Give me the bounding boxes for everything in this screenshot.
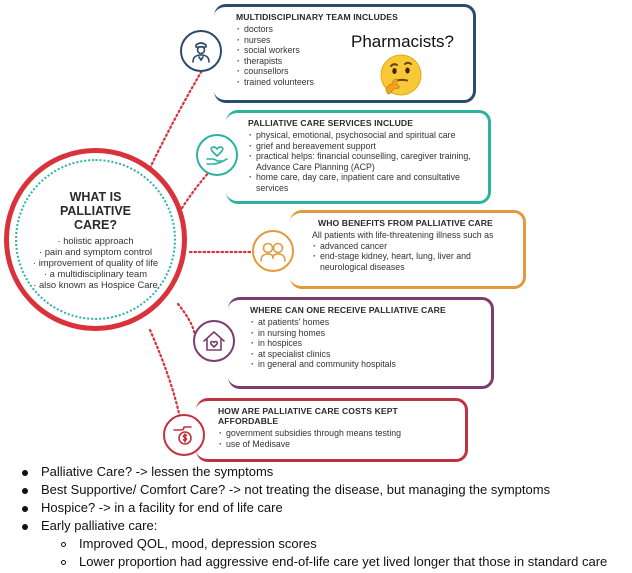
card-services-title: PALLIATIVE CARE SERVICES INCLUDE [248, 118, 414, 128]
card-costs-title: HOW ARE PALLIATIVE CARE COSTS KEPT AFFOR… [218, 406, 398, 426]
card-services: PALLIATIVE CARE SERVICES INCLUDE physica… [226, 110, 491, 204]
list-item: in hospices [250, 338, 481, 349]
list-item: nurses [236, 35, 463, 46]
hub-item: · also known as Hospice Care [33, 278, 158, 290]
sub-bullet-dot [61, 560, 66, 565]
list-item: end-stage kidney, heart, lung, liver and… [312, 251, 513, 272]
heart-hand-icon [196, 134, 238, 176]
list-item: counsellors [236, 66, 463, 77]
card-benefits: WHO BENEFITS FROM PALLIATIVE CARE All pa… [290, 210, 526, 289]
card-benefits-intro: All patients with life-threatening illne… [312, 230, 494, 240]
hub-item-text: improvement of quality of life [38, 256, 159, 268]
list-item: at patients' homes [250, 317, 481, 328]
card-costs-list: government subsidies through means testi… [218, 428, 455, 449]
bullet-dot [22, 506, 28, 512]
thinking-face-icon [378, 52, 424, 103]
list-item: physical, emotional, psychosocial and sp… [248, 130, 478, 141]
note-item: Early palliative care: [41, 518, 158, 533]
hub-item: · improvement of quality of life [32, 256, 159, 268]
hub-item-text: pain and symptom control [44, 245, 153, 257]
bullet-dot [22, 524, 28, 530]
card-services-list: physical, emotional, psychosocial and sp… [248, 130, 478, 193]
card-team-title: MULTIDISCIPLINARY TEAM INCLUDES [236, 12, 398, 22]
card-costs: HOW ARE PALLIATIVE CARE COSTS KEPT AFFOR… [196, 398, 468, 462]
hub-item-text: holistic approach [63, 234, 134, 246]
hub-inner: WHAT IS PALLIATIVE CARE? · holistic appr… [15, 159, 176, 320]
card-where: WHERE CAN ONE RECEIVE PALLIATIVE CARE at… [228, 297, 494, 389]
bullet-dot [22, 470, 28, 476]
list-item: grief and bereavement support [248, 141, 478, 152]
list-item: therapists [236, 56, 463, 67]
sub-bullet-dot [61, 542, 66, 547]
annotation-text: Pharmacists? [351, 32, 454, 51]
hub-circle: WHAT IS PALLIATIVE CARE? · holistic appr… [4, 148, 187, 331]
money-hand-icon [163, 414, 205, 456]
connector-costs [148, 328, 182, 420]
home-heart-icon [193, 320, 235, 362]
card-benefits-title: WHO BENEFITS FROM PALLIATIVE CARE [318, 218, 493, 228]
hub-item: · pain and symptom control [38, 245, 153, 257]
note-item: Hospice? -> in a facility for end of lif… [41, 500, 283, 515]
hub-title: WHAT IS PALLIATIVE CARE? [59, 189, 132, 232]
list-item: in nursing homes [250, 328, 481, 339]
list-item: home care, day care, inpatient care and … [248, 172, 478, 193]
card-benefits-list: advanced cancer end-stage kidney, heart,… [312, 241, 513, 273]
list-item: doctors [236, 24, 463, 35]
list-item: government subsidies through means testi… [218, 428, 455, 439]
card-team-list: doctors nurses social workers therapists… [236, 24, 463, 87]
list-item: use of Medisave [218, 439, 455, 450]
note-item: Best Supportive/ Comfort Care? -> not tr… [41, 482, 551, 497]
hub-item: · holistic approach [57, 234, 134, 246]
list-item: trained volunteers [236, 77, 463, 88]
list-item: in general and community hospitals [250, 359, 481, 370]
sub-note-item: Improved QOL, mood, depression scores [79, 536, 317, 551]
hub-item-text: also known as Hospice Care [38, 278, 158, 290]
list-item: practical helps: financial counselling, … [248, 151, 478, 172]
card-team: MULTIDISCIPLINARY TEAM INCLUDES doctors … [214, 4, 476, 103]
list-item: at specialist clinics [250, 349, 481, 360]
sub-note-item: Lower proportion had aggressive end-of-l… [79, 554, 608, 569]
hub-item: · a multidisciplinary team [43, 267, 148, 279]
list-item: social workers [236, 45, 463, 56]
bullet-dot [22, 488, 28, 494]
palliative-care-diagram: MULTIDISCIPLINARY TEAM INCLUDES doctors … [0, 0, 632, 462]
card-where-title: WHERE CAN ONE RECEIVE PALLIATIVE CARE [250, 305, 446, 315]
note-item: Palliative Care? -> lessen the symptoms [41, 464, 274, 479]
doctor-icon [180, 30, 222, 72]
connector-where [176, 302, 197, 340]
hub-item-text: a multidisciplinary team [49, 267, 148, 279]
list-item: advanced cancer [312, 241, 513, 252]
card-where-list: at patients' homes in nursing homes in h… [250, 317, 481, 370]
people-icon [252, 230, 294, 272]
